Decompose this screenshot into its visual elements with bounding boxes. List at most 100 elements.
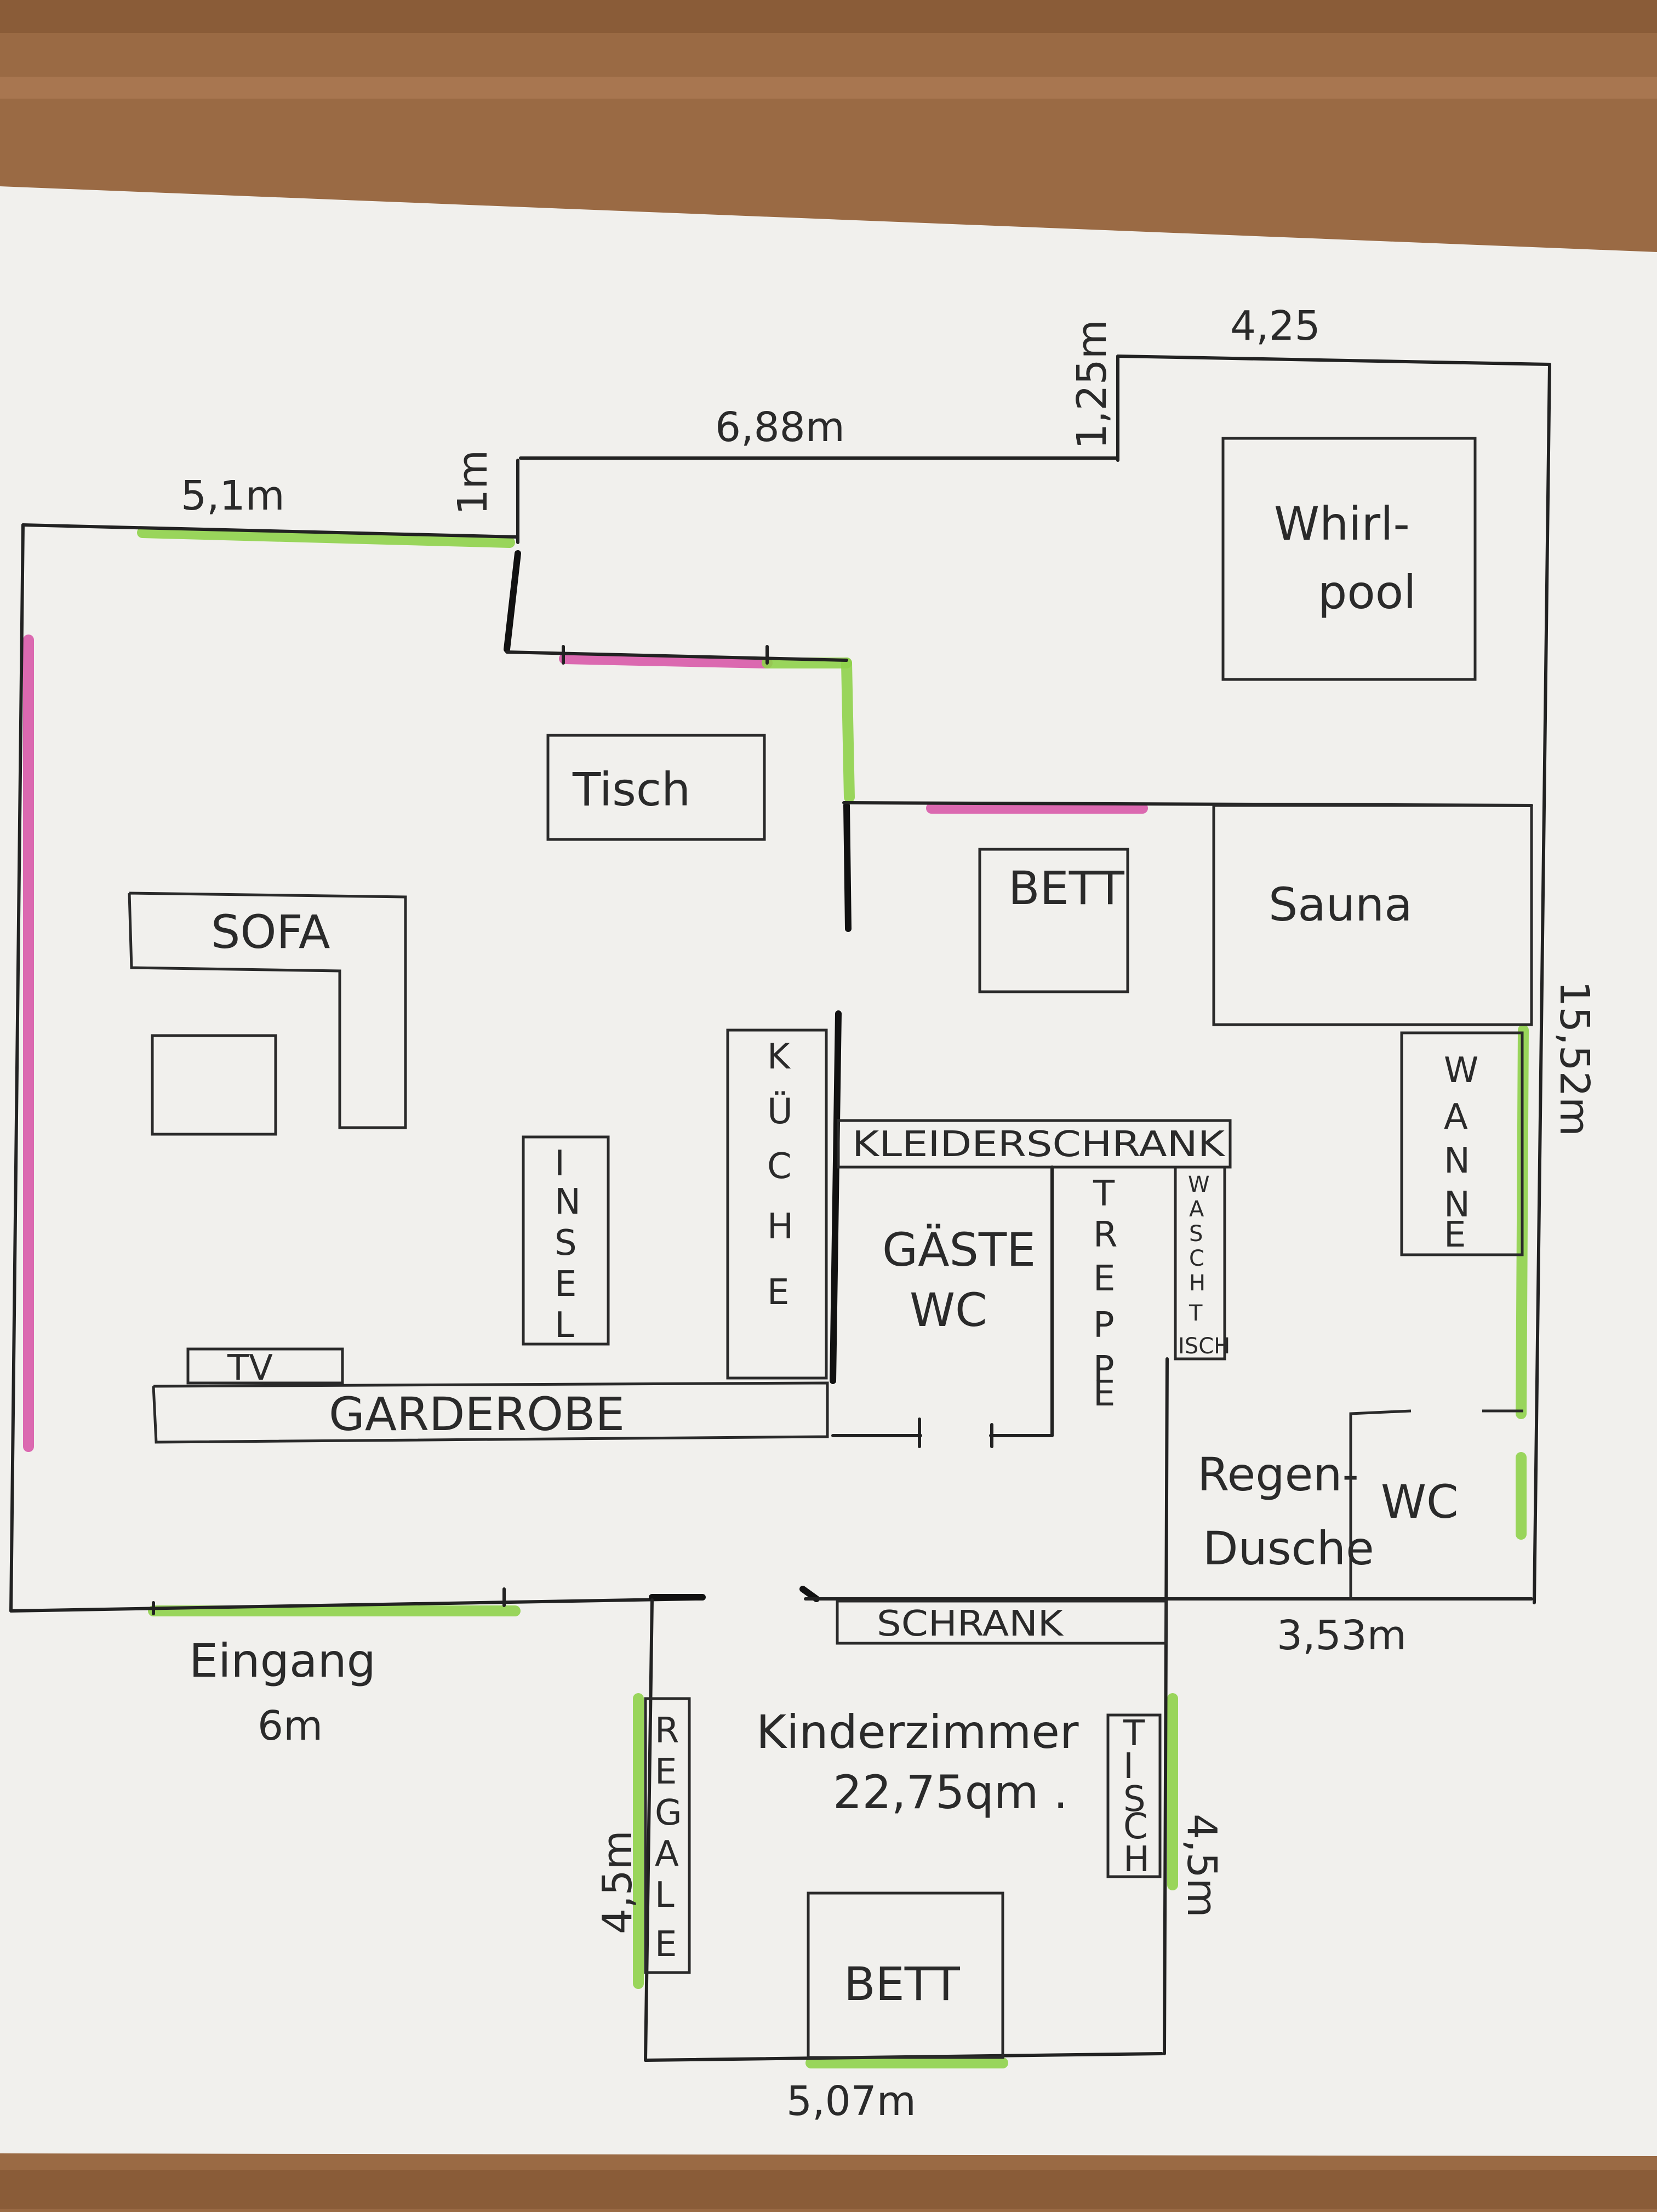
svg-text:A: A <box>655 1834 679 1874</box>
dim-step2: 1,25m <box>1069 319 1116 449</box>
svg-text:C: C <box>1189 1246 1204 1271</box>
svg-text:K: K <box>767 1037 791 1077</box>
dim-top-right: 4,25 <box>1230 302 1321 350</box>
waschtisch-label: W A S C H T ISCH <box>1178 1172 1230 1359</box>
whirlpool-label-2: pool <box>1318 565 1416 619</box>
regale-outline <box>644 1697 691 1974</box>
svg-text:N: N <box>1444 1141 1470 1181</box>
insel-outline <box>522 1135 610 1346</box>
dim-top-mid: 6,88m <box>715 404 845 451</box>
svg-text:H: H <box>1189 1271 1205 1296</box>
treppe-label: T R E P P E <box>1093 1174 1117 1414</box>
regendusche-label-1: Regen- <box>1197 1448 1359 1501</box>
svg-text:I: I <box>1123 1746 1134 1787</box>
dimension-labels: 5,1m 1m 6,88m 1,25m 4,25 15,52m 3,53m 6m… <box>181 302 1598 2125</box>
highlight-pink <box>559 653 773 668</box>
wc-label: WC <box>1381 1475 1459 1529</box>
svg-text:R: R <box>1093 1215 1117 1255</box>
svg-text:S: S <box>1189 1221 1203 1247</box>
tisch-kids-outline <box>1106 1713 1162 1878</box>
highlight-green <box>841 658 855 803</box>
svg-text:E: E <box>1444 1215 1466 1255</box>
schrank-outline <box>836 1599 1168 1645</box>
regale-label: R E G A L E <box>655 1711 682 1965</box>
svg-text:ISCH: ISCH <box>1178 1334 1230 1359</box>
bett-bottom-label: BETT <box>844 1957 961 2011</box>
kinderzimmer-label-2: 22,75qm . <box>833 1765 1068 1819</box>
svg-text:P: P <box>1093 1305 1115 1346</box>
tv-label: TV <box>227 1348 273 1388</box>
tv-outline <box>186 1347 344 1385</box>
schrank-label: SCHRANK <box>877 1604 1064 1644</box>
tisch-label: Tisch <box>572 763 690 816</box>
svg-text:L: L <box>655 1875 675 1916</box>
furniture <box>128 437 1533 2059</box>
gaeste-wc-label-2: WC <box>910 1283 987 1337</box>
dim-right-side: 15,52m <box>1551 981 1598 1136</box>
svg-text:E: E <box>1093 1259 1115 1299</box>
insel-label: I N S E L <box>555 1144 581 1346</box>
kleiderschrank-outline <box>837 1119 1232 1169</box>
dim-entrance-width: 6m <box>258 1702 323 1750</box>
sessel-outline <box>151 1034 277 1136</box>
svg-text:S: S <box>1123 1779 1146 1820</box>
highlight-green <box>137 527 515 548</box>
eingang-label: Eingang <box>189 1634 376 1688</box>
bett-top-label: BETT <box>1008 861 1125 915</box>
svg-text:T: T <box>1123 1713 1145 1754</box>
gaeste-wc-label-1: GÄSTE <box>882 1223 1036 1277</box>
dim-kids-bottom: 5,07m <box>786 2078 916 2125</box>
svg-text:A: A <box>1189 1197 1204 1222</box>
svg-text:G: G <box>655 1793 682 1833</box>
svg-text:H: H <box>1123 1839 1150 1880</box>
wanne-outline <box>1400 1031 1524 1256</box>
svg-text:C: C <box>1123 1807 1148 1847</box>
svg-text:W: W <box>1444 1050 1478 1091</box>
dim-top-left: 5,1m <box>181 472 285 519</box>
walls <box>9 355 1551 2062</box>
sauna-outline <box>1212 804 1533 1026</box>
bett-bottom-outline <box>807 1891 1004 2059</box>
svg-text:A: A <box>1444 1097 1468 1138</box>
whirlpool-label-1: Whirl- <box>1274 497 1410 551</box>
dim-step1: 1m <box>449 450 496 515</box>
svg-text:W: W <box>1188 1172 1210 1197</box>
wanne-label: W A N N E <box>1444 1050 1478 1255</box>
sofa-label: SOFA <box>211 905 330 959</box>
kinderzimmer-label-1: Kinderzimmer <box>756 1705 1079 1759</box>
svg-text:N: N <box>555 1182 581 1222</box>
dim-kids-right: 4,5m <box>1178 1814 1225 1918</box>
svg-text:R: R <box>655 1711 679 1751</box>
svg-text:E: E <box>555 1264 576 1305</box>
regendusche-label-2: Dusche <box>1203 1522 1374 1575</box>
kueche-outline <box>726 1028 828 1380</box>
svg-text:I: I <box>555 1144 565 1184</box>
wc-wall <box>1349 1409 1412 1599</box>
kueche-label: K Ü C H E <box>767 1037 793 1313</box>
whirlpool-outline <box>1221 437 1477 681</box>
svg-text:Ü: Ü <box>767 1091 793 1132</box>
room-labels: Whirl- pool Tisch BETT Sauna SOFA K Ü C … <box>189 497 1478 2011</box>
svg-text:C: C <box>767 1146 792 1187</box>
svg-text:E: E <box>767 1272 789 1313</box>
waschtisch-outline <box>1174 1165 1226 1361</box>
svg-text:P: P <box>1093 1349 1115 1390</box>
svg-text:T: T <box>1189 1301 1203 1326</box>
svg-text:E: E <box>1093 1374 1115 1414</box>
svg-text:N: N <box>1444 1185 1470 1225</box>
svg-text:E: E <box>655 1924 677 1965</box>
kleiderschrank-label: KLEIDERSCHRANK <box>852 1124 1226 1165</box>
svg-text:H: H <box>767 1207 793 1247</box>
svg-text:L: L <box>555 1305 574 1346</box>
garderobe-outline <box>152 1381 829 1444</box>
svg-text:T: T <box>1093 1174 1115 1214</box>
sauna-label: Sauna <box>1269 878 1413 931</box>
sofa-outline <box>128 891 407 1129</box>
bett-top-outline <box>978 848 1129 993</box>
svg-text:E: E <box>655 1752 677 1792</box>
tisch-outline <box>546 734 766 841</box>
dim-kids-left: 4,5m <box>594 1830 641 1934</box>
tisch-kids-label: T I S C H <box>1123 1713 1150 1880</box>
